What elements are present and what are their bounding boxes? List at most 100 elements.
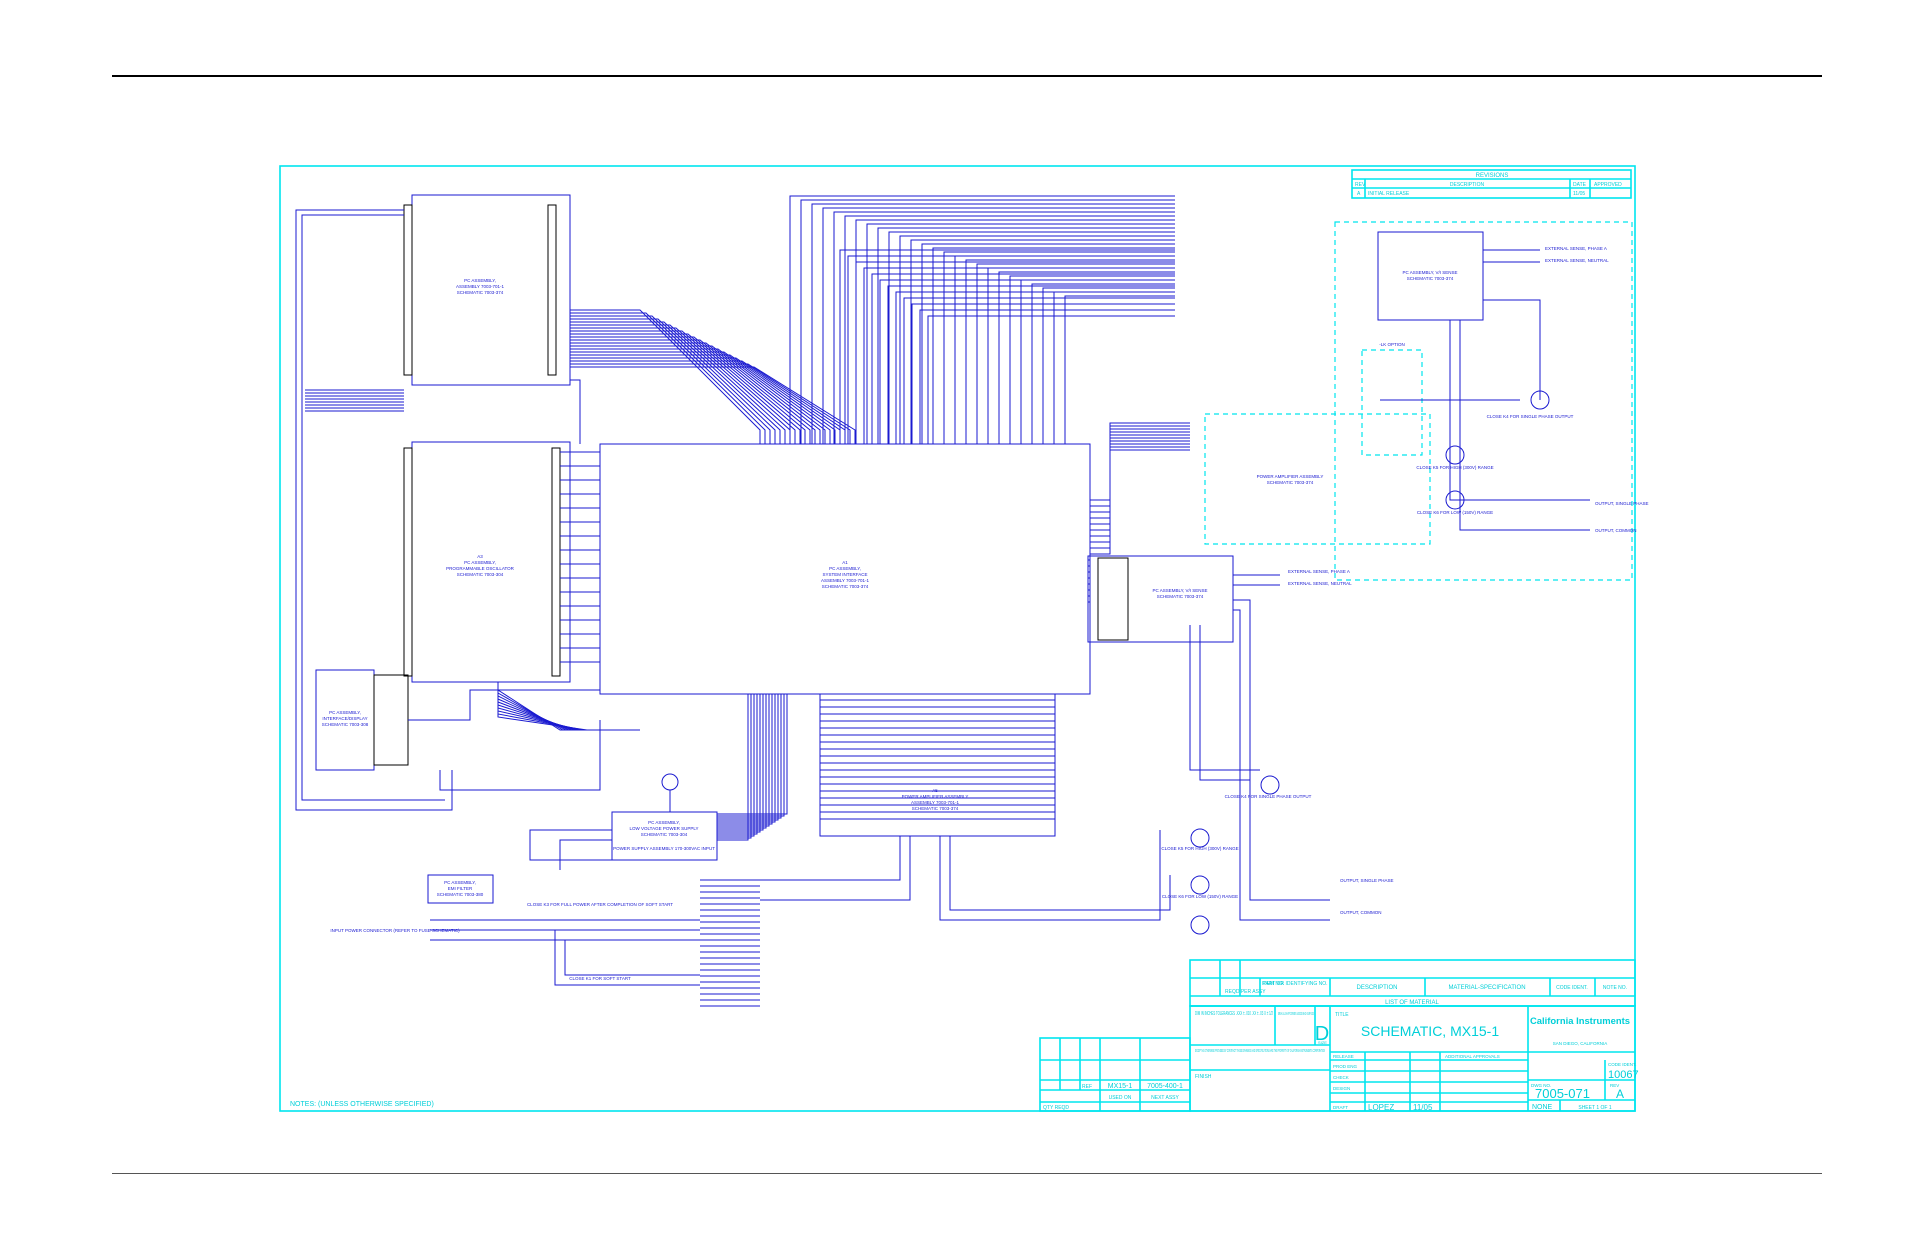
a4-line-1: PC ASSEMBLY, (329, 710, 361, 715)
block-a6: PC ASSEMBLY, LOW VOLTAGE POWER SUPPLY SC… (611, 811, 718, 861)
title-block: DIM IN INCHES TOLERANCES .XXX ± .010 .XX… (1189, 1005, 1639, 1112)
company-city: SAN DIEGO, CALIFORNIA (1553, 1041, 1608, 1046)
a9-line-2: SCHEMATIC 7003-374 (1407, 276, 1454, 281)
ext-sense-neutral-top: EXTERNAL SENSE, NEUTRAL (1545, 258, 1609, 263)
a9-line-1: PC ASSEMBLY, V/I SENSE (1402, 270, 1457, 275)
code-ident: 10067 (1608, 1069, 1639, 1081)
revision-letter: A (1616, 1087, 1624, 1101)
a1-line-5: SCHEMATIC 7003-374 (822, 584, 869, 589)
lom-header: LIST OF MATERIAL (1385, 1000, 1439, 1006)
used-on-label: USED ON (1109, 1095, 1132, 1101)
a7-line-3: SCHEMATIC 7003-380 (437, 892, 484, 897)
drawing-number: 7005-071 (1535, 1086, 1590, 1101)
rev-label: REV (1610, 1083, 1619, 1088)
a3-line-1: A3 (477, 554, 483, 559)
rev-col: REV (1355, 182, 1366, 188)
a5-line-2: POWER AMPLIFIER ASSEMBLY (902, 794, 969, 799)
revisions-header: REVISIONS (1476, 173, 1509, 179)
close-high-right: CLOSE K5 FOR HIGH (300V) RANGE (1416, 465, 1493, 470)
a3-line-2: PC ASSEMBLY, (464, 560, 496, 565)
close-single-label: CLOSE K4 FOR SINGLE PHASE OUTPUT (1225, 794, 1312, 799)
block-a2: PC ASSEMBLY, ASSEMBLY 7003-701-1 SCHEMAT… (403, 194, 571, 386)
output-common-bottom: OUTPUT, COMMON (1340, 910, 1382, 915)
a1-line-4: ASSEMBLY 7003-701-1 (821, 578, 870, 583)
burr-note: BREAK ALL SHARP CORNERS & EDGES MACH SUR… (1278, 1011, 1314, 1016)
revisions-block: REVISIONS REV DESCRIPTION DATE APPROVED … (1351, 169, 1632, 199)
close-soft-start: CLOSE K1 FOR SOFT START (569, 976, 631, 981)
output-single-top: OUTPUT, SINGLE PHASE (1595, 501, 1649, 506)
lom-reqd-label: REQD PER ASSY (1225, 989, 1266, 995)
block-a1: A1 PC ASSEMBLY, SYSTEM INTERFACE ASSEMBL… (599, 443, 1091, 695)
scale: NONE (1532, 1104, 1553, 1111)
design-label: DESIGN (1333, 1086, 1350, 1091)
rev-a: A (1357, 191, 1361, 197)
date-col: DATE (1573, 182, 1587, 188)
close-single-right: CLOSE K4 FOR SINGLE PHASE OUTPUT (1487, 414, 1574, 419)
output-common-top: OUTPUT, COMMON (1595, 528, 1637, 533)
prod-eng-label: PROD ENG (1333, 1064, 1358, 1069)
check-label: CHECK (1333, 1075, 1349, 1080)
company-name: California Instruments (1530, 1016, 1630, 1026)
desc-col: DESCRIPTION (1450, 182, 1485, 188)
lom-code-col: CODE IDENT. (1556, 985, 1588, 991)
tolerance-note: DIM IN INCHES TOLERANCES .XXX ± .010 .XX… (1195, 1011, 1273, 1017)
pa-right-line-2: SCHEMATIC 7003-374 (1267, 480, 1314, 485)
a2-line-3: SCHEMATIC 7003-374 (457, 290, 504, 295)
a3-line-4: SCHEMATIC 7003-304 (457, 572, 504, 577)
lom-note-col: NOTE NO. (1603, 985, 1627, 991)
wiring (295, 195, 1590, 1007)
block-a7: PC ASSEMBLY, EMI FILTER SCHEMATIC 7003-3… (427, 874, 494, 904)
a2-line-2: ASSEMBLY 7003-701-1 (456, 284, 505, 289)
finish-label: FINISH (1195, 1074, 1212, 1080)
input-power-label: INPUT POWER CONNECTOR (REFER TO FUSE SCH… (330, 928, 460, 933)
qty-label: QTY REQD (1043, 1105, 1069, 1111)
sheet-number: SHEET 1 OF 1 (1578, 1105, 1611, 1111)
power-supply-assy: POWER SUPPLY ASSEMBLY 170-300VAC INPUT (613, 846, 715, 851)
block-a4: PC ASSEMBLY, INTERFACE/DISPLAY SCHEMATIC… (315, 669, 409, 771)
ext-sense-a-top: EXTERNAL SENSE, PHASE A (1545, 246, 1607, 251)
size-label: SIZE (1318, 1040, 1327, 1045)
close-high-bottom: CLOSE K5 FOR HIGH (300V) RANGE (1161, 846, 1238, 851)
page-bottom-rule (112, 1173, 1822, 1174)
option-region-lk (1361, 349, 1423, 456)
block-a8: PC ASSEMBLY, V/I SENSE SCHEMATIC 7003-37… (1087, 555, 1234, 643)
block-a9: PC ASSEMBLY, V/I SENSE SCHEMATIC 7003-37… (1377, 231, 1484, 321)
release-label: RELEASE (1333, 1054, 1354, 1059)
pa-right-line-1: POWER AMPLIFIER ASSEMBLY (1257, 474, 1324, 479)
usage-assy: MX15-1 (1108, 1083, 1133, 1090)
drawing-title: SCHEMATIC, MX15-1 (1361, 1023, 1499, 1039)
rev-a-desc: INITIAL RELEASE (1368, 191, 1410, 197)
dwg-no-label: DWG NO. (1531, 1083, 1551, 1088)
page-top-rule (112, 75, 1822, 77)
option-region-right (1334, 221, 1633, 581)
a6-line-1: PC ASSEMBLY, (648, 820, 680, 825)
a6-line-3: SCHEMATIC 7003-304 (641, 832, 688, 837)
draftsman: LOPEZ (1368, 1103, 1394, 1112)
lom-material-col: MATERIAL-SPECIFICATION (1448, 985, 1525, 991)
a7-line-1: PC ASSEMBLY, (444, 880, 476, 885)
a1-line-2: PC ASSEMBLY, (829, 566, 861, 571)
a5-line-3: ASSEMBLY 7003-701-1 (911, 800, 960, 805)
approval-label: ADDITIONAL APPROVALS (1445, 1054, 1500, 1059)
a4-line-2: INTERFACE/DISPLAY (322, 716, 367, 721)
a8-line-2: SCHEMATIC 7003-374 (1157, 594, 1204, 599)
usage-ref-label: REF (1082, 1084, 1092, 1090)
output-single-bottom: OUTPUT, SINGLE PHASE (1340, 878, 1394, 883)
drawing-border (279, 165, 1636, 1112)
code-ident-label: CODE IDENT. (1608, 1062, 1637, 1067)
notes-label: NOTES: (UNLESS OTHERWISE SPECIFIED) (290, 1101, 434, 1108)
a1-line-3: SYSTEM INTERFACE (822, 572, 867, 577)
a3-line-3: PROGRAMMABLE OSCILLATOR (446, 566, 515, 571)
lk-option-label: -LK OPTION (1379, 342, 1405, 347)
close-full-power: CLOSE K3 FOR FULL POWER AFTER COMPLETION… (527, 902, 673, 907)
rev-a-approved: 11/05 (1573, 191, 1585, 197)
lom-item-col: ITEM NO. (1262, 981, 1284, 987)
block-a5: A5 POWER AMPLIFIER ASSEMBLY ASSEMBLY 700… (819, 693, 1056, 837)
block-a3: A3 PC ASSEMBLY, PROGRAMMABLE OSCILLATOR … (403, 441, 571, 683)
draft-label: DRAFT (1333, 1105, 1348, 1110)
option-region-pa (1204, 413, 1431, 545)
approved-col: APPROVED (1594, 182, 1622, 188)
list-of-material: ITEM NO. PART OR IDENTIFYING NO. DESCRIP… (1189, 959, 1636, 1007)
title-label: TITLE (1335, 1012, 1349, 1018)
